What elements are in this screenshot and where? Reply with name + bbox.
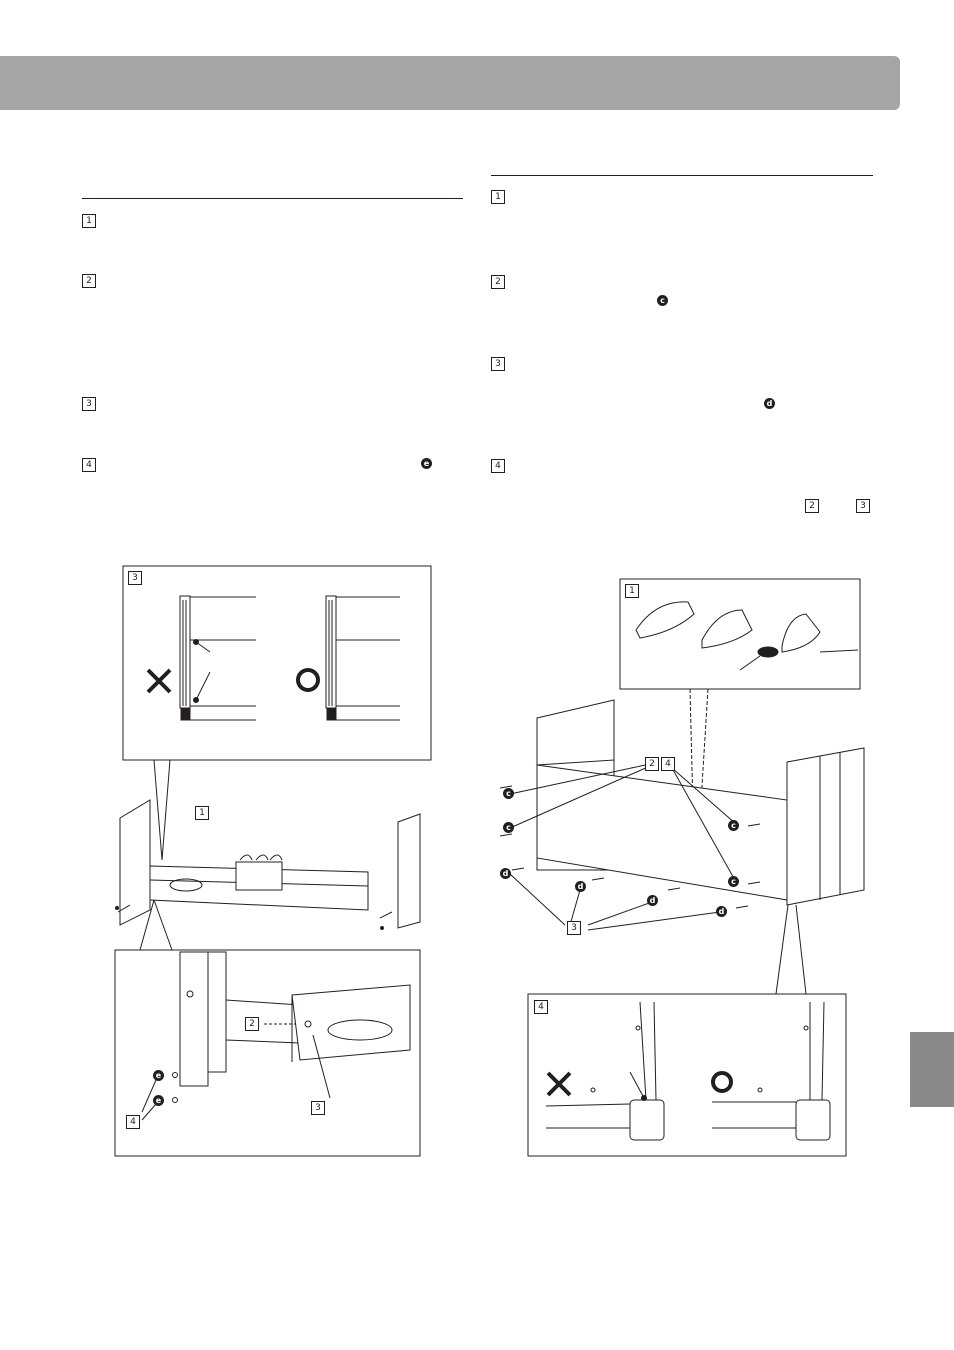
right-step-4: 4 [491,459,505,473]
left-step-4: 4 [82,458,96,472]
right-step-3: 3 [491,357,505,371]
left-zoom-screw-e-2: e [153,1095,164,1106]
left-section-rule [82,198,463,199]
right-figure-screw-c-4: c [728,876,739,887]
right-step-1: 1 [491,190,505,204]
right-step4-ref-2: 2 [805,499,819,513]
left-step4-screw-marker: e [421,458,432,469]
left-zoom-step-2: 2 [245,1017,259,1031]
right-figure-screw-d-2: d [575,881,586,892]
right-figure-screw-c-3: c [728,820,739,831]
right-figure-step-3: 3 [567,921,581,935]
right-step2-screw-marker: c [657,295,668,306]
right-figure-screw-d-1: d [500,868,511,879]
left-step-2: 2 [82,274,96,288]
right-figure-screw-d-3: d [647,895,658,906]
right-step4-ref-3: 3 [856,499,870,513]
left-zoom-step-3: 3 [311,1101,325,1115]
chapter-header-bar [0,56,900,110]
right-figure-screw-c-1: c [503,788,514,799]
left-zoom-screw-e-1: e [153,1070,164,1081]
right-figure-step-4: 4 [661,757,675,771]
left-zoom-step-4: 4 [126,1115,140,1129]
right-step3-screw-marker: d [764,398,775,409]
right-step-2: 2 [491,275,505,289]
left-step-1: 1 [82,214,96,228]
left-figure-callout-step-3: 3 [128,571,142,585]
chapter-side-tab [910,1032,954,1107]
right-figure-screw-d-4: d [716,906,727,917]
right-figure-screw-c-2: c [503,822,514,833]
right-figure-step-2: 2 [645,757,659,771]
right-figure-callout-step-1: 1 [625,584,639,598]
left-figure-step-1: 1 [195,806,209,820]
left-step-3: 3 [82,397,96,411]
right-zoom-step-4: 4 [534,1000,548,1014]
right-section-rule [491,175,873,176]
